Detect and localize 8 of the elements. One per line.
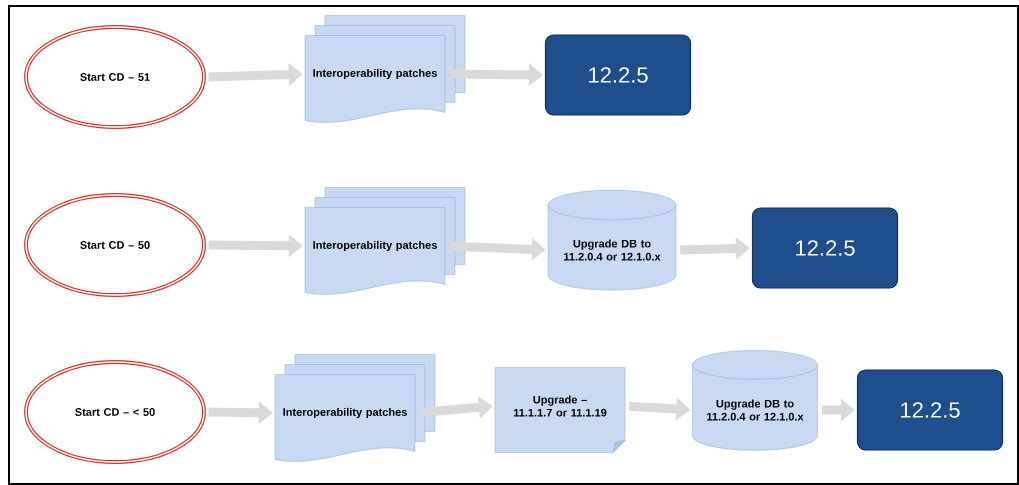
document-stack: Interoperability patches [274, 354, 436, 462]
database-cylinder: Upgrade DB to 11.2.0.4 or 12.1.0.x [547, 189, 677, 291]
database-cylinder: Upgrade DB to 11.2.0.4 or 12.1.0.x [692, 350, 818, 451]
version-box: 12.2.5 [856, 369, 1004, 451]
version-box: 12.2.5 [751, 207, 899, 289]
document-stack: Interoperability patches [304, 15, 466, 123]
version-box: 12.2.5 [544, 34, 692, 116]
document-stack: Interoperability patches [304, 187, 466, 295]
